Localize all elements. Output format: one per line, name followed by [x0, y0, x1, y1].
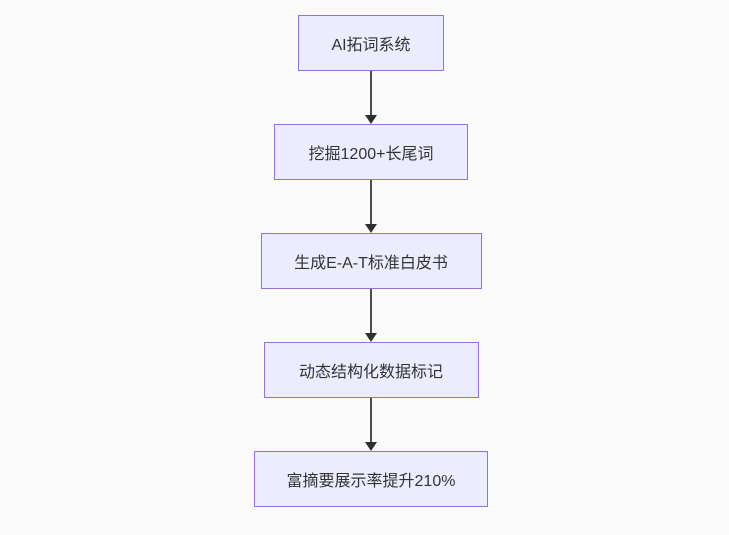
node-label: 富摘要展示率提升210% — [286, 473, 456, 490]
arrow-line — [370, 398, 372, 445]
arrow-down-icon — [365, 224, 377, 233]
flow-arrow — [364, 180, 378, 233]
flowchart-node: 富摘要展示率提升210% — [254, 451, 488, 507]
arrow-down-icon — [365, 115, 377, 124]
arrow-down-icon — [365, 442, 377, 451]
flow-arrow — [364, 71, 378, 124]
flow-arrow — [364, 398, 378, 451]
arrow-line — [370, 180, 372, 227]
flowchart: AI拓词系统 挖掘1200+长尾词 生成E-A-T标准白皮书 动态结构化数据标记 — [254, 15, 488, 507]
flowchart-node: 动态结构化数据标记 — [263, 342, 479, 398]
flowchart-node: 生成E-A-T标准白皮书 — [260, 233, 482, 289]
node-label: 动态结构化数据标记 — [298, 364, 443, 381]
node-label: AI拓词系统 — [331, 37, 411, 54]
flowchart-node: AI拓词系统 — [298, 15, 444, 71]
node-label: 生成E-A-T标准白皮书 — [294, 255, 448, 272]
node-label: 挖掘1200+长尾词 — [308, 146, 434, 163]
arrow-line — [370, 289, 372, 336]
flow-arrow — [364, 289, 378, 342]
flowchart-node: 挖掘1200+长尾词 — [274, 124, 468, 180]
arrow-down-icon — [365, 333, 377, 342]
arrow-line — [370, 71, 372, 118]
